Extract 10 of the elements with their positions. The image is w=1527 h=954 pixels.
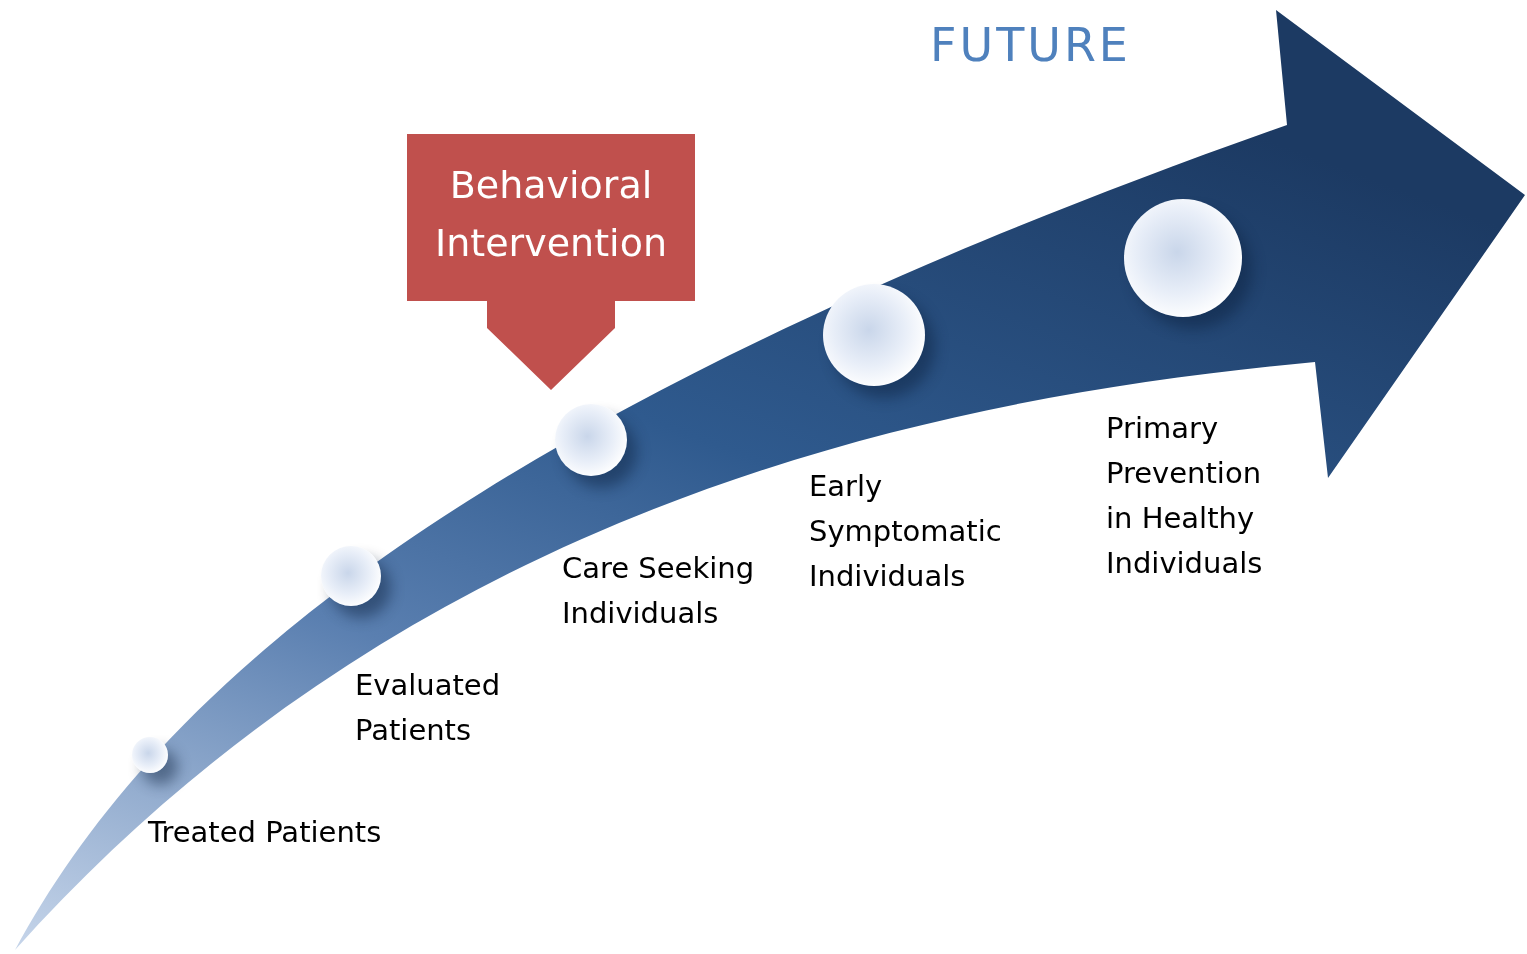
down-arrow-box xyxy=(407,134,695,391)
stage-label: Primary Prevention in Healthy Individuals xyxy=(1106,410,1264,582)
box-label: Behavioral Intervention xyxy=(434,162,668,267)
stage-label: Early Symptomatic Individuals xyxy=(809,468,1003,595)
circle-marker xyxy=(321,546,381,606)
stage-label: Evaluated Patients xyxy=(355,667,502,749)
stage-label: Treated Patients xyxy=(148,814,383,851)
stage-label: Care Seeking Individuals xyxy=(562,550,756,632)
circle-marker xyxy=(132,737,168,773)
heading-text: FUTURE xyxy=(930,18,1131,72)
